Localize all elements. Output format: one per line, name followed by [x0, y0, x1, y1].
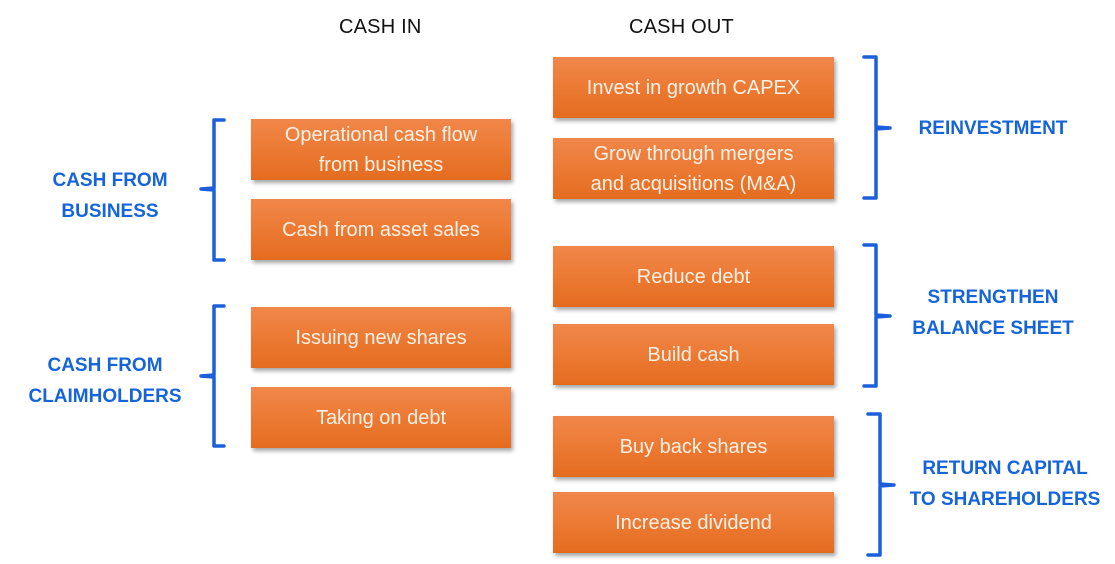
left-brace-business: [199, 118, 226, 262]
group-label-line: CASH FROM: [47, 355, 163, 376]
cash-out-item-increase-dividend: Increase dividend: [553, 492, 834, 553]
group-label-cash-from-business: CASH FROM BUSINESS: [20, 165, 200, 227]
group-label-reinvestment: REINVESTMENT: [893, 113, 1093, 144]
cash-out-header: CASH OUT: [629, 16, 734, 38]
group-label-line: CLAIMHOLDERS: [28, 386, 182, 407]
cash-out-item-buy-back: Buy back shares: [553, 416, 834, 477]
group-label-line: BUSINESS: [61, 201, 159, 222]
box-line: Operational cash flow: [284, 123, 478, 146]
right-brace-reinvestment: [862, 55, 892, 200]
left-brace-claimholders: [199, 304, 226, 448]
cash-in-item-operational-cash-flow: Operational cash flow from business: [251, 119, 511, 180]
box-line: Build cash: [647, 343, 740, 366]
group-label-line: STRENGTHEN: [927, 287, 1059, 308]
box-line: Reduce debt: [636, 265, 751, 288]
cash-out-item-mna: Grow through mergers and acquisitions (M…: [553, 138, 834, 199]
group-label-line: REINVESTMENT: [918, 118, 1068, 139]
cash-in-header: CASH IN: [339, 16, 422, 38]
box-line: Buy back shares: [619, 435, 768, 458]
box-line: from business: [318, 153, 444, 176]
group-label-return-capital: RETURN CAPITAL TO SHAREHOLDERS: [895, 453, 1115, 515]
box-line: Grow through mergers: [593, 142, 794, 165]
box-line: Increase dividend: [615, 511, 772, 534]
group-label-strengthen-balance-sheet: STRENGTHEN BALANCE SHEET: [893, 282, 1093, 344]
group-label-line: TO SHAREHOLDERS: [909, 489, 1101, 510]
group-label-line: BALANCE SHEET: [912, 318, 1074, 339]
cash-out-item-reduce-debt: Reduce debt: [553, 246, 834, 307]
box-line: Issuing new shares: [295, 326, 467, 349]
box-line: Taking on debt: [315, 406, 447, 429]
box-line: Cash from asset sales: [282, 218, 480, 241]
group-label-line: RETURN CAPITAL: [922, 458, 1088, 479]
group-label-cash-from-claimholders: CASH FROM CLAIMHOLDERS: [10, 350, 200, 412]
cash-in-item-taking-debt: Taking on debt: [251, 387, 511, 448]
cash-out-item-build-cash: Build cash: [553, 324, 834, 385]
cash-in-item-new-shares: Issuing new shares: [251, 307, 511, 368]
group-label-line: CASH FROM: [52, 170, 168, 191]
box-line: and acquisitions (M&A): [590, 172, 797, 195]
cash-in-item-asset-sales: Cash from asset sales: [251, 199, 511, 260]
right-brace-return-capital: [866, 412, 896, 557]
cash-out-item-capex: Invest in growth CAPEX: [553, 57, 834, 118]
box-line: Invest in growth CAPEX: [586, 76, 801, 99]
right-brace-balance-sheet: [862, 243, 892, 388]
